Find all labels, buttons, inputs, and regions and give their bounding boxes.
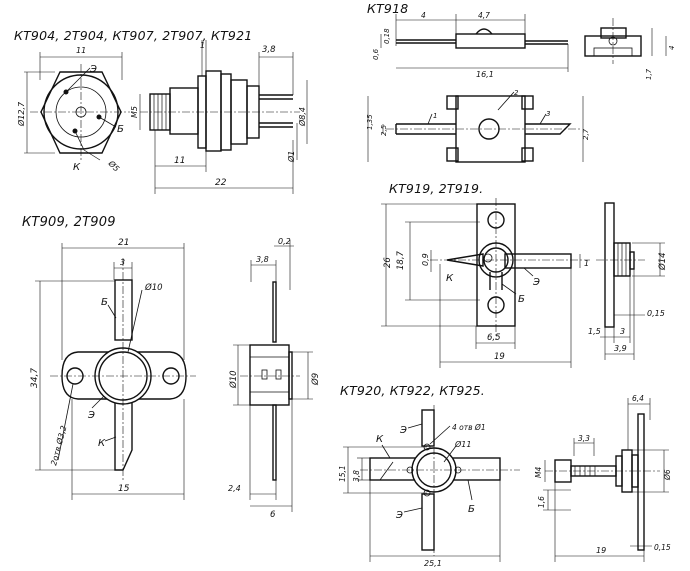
kt920-side-view: 6,4 3,3 М4 1,6 Ø6: [534, 394, 672, 562]
kt909-dim-holes: 2отв Ø3,2: [48, 424, 68, 466]
kt920-dim-3-8: 3,8: [352, 470, 361, 482]
kt918-pin-1: 1: [433, 112, 437, 120]
kt918-pin-2: 2: [514, 89, 519, 97]
kt909-dim-d9: Ø9: [310, 373, 321, 386]
kt919-front-view: 26 18,7 0,9 К Э Б 1 6,5 19: [381, 198, 590, 368]
kt918-dim-2-5: 2,5: [380, 124, 388, 136]
kt920-dim-holes: 4 отв Ø1: [452, 423, 486, 432]
kt909-dim-d10-side: Ø10: [228, 370, 239, 389]
kt919-dim-1: 1: [584, 259, 589, 268]
kt904-dim-d1: Ø1: [286, 151, 296, 163]
kt904-dim-pins: Ø5: [106, 158, 122, 174]
kt909-dim-3-8: 3,8: [256, 255, 269, 264]
kt920-pin-e1: Э: [399, 425, 407, 436]
kt918-dim-16-1: 16,1: [476, 70, 494, 79]
kt909-dim-6: 6: [270, 510, 276, 520]
heading-kt919: КТ919, 2Т919.: [389, 181, 484, 196]
kt919-dim-3: 3: [620, 327, 625, 336]
kt904-pin-b: Б: [117, 124, 124, 135]
kt904-dim-8-4: Ø8,4: [297, 107, 307, 127]
heading-kt920: КТ920, КТ922, КТ925.: [340, 383, 485, 398]
heading-kt904: КТ904, 2Т904, КТ907, 2Т907, КТ921: [14, 28, 253, 43]
kt919-dim-0-15: 0,15: [647, 309, 665, 318]
kt920-dim-25-1: 25,1: [424, 559, 442, 568]
kt920-dim-19: 19: [596, 546, 606, 555]
kt920-dim-m4: М4: [534, 467, 543, 478]
kt919-pin-k: К: [446, 273, 454, 284]
kt920-dim-15-1: 15,1: [338, 465, 347, 482]
kt918-dim-4: 4: [421, 11, 426, 20]
kt909-pin-b: Б: [101, 297, 108, 308]
kt909-dim-0-2: 0,2: [278, 237, 291, 246]
kt904-pin-k: К: [73, 162, 81, 173]
kt909-dim-34-7: 34,7: [30, 368, 40, 388]
kt904-side-view: 1 3,8 М5 Ø8,4 Ø1 11 22: [130, 40, 308, 194]
kt904-dim-11: 11: [174, 156, 185, 166]
kt919-pin-e: Э: [532, 277, 540, 288]
kt920-pin-e2: Э: [395, 510, 403, 521]
kt920-dim-0-15: 0,15: [654, 543, 671, 552]
kt909-dim-15: 15: [118, 484, 130, 494]
kt920-dim-1-6: 1,6: [537, 496, 546, 508]
kt918-dim-4b: 4: [668, 46, 676, 50]
kt918-side-view: 4 4,7 0,6 0,18 16,1: [372, 11, 569, 79]
heading-kt909: КТ909, 2Т909: [22, 215, 116, 230]
kt918-dim-1-7: 1,7: [645, 68, 653, 80]
kt909-dim-2-4: 2,4: [228, 484, 241, 493]
kt920-dim-3-3: 3,3: [578, 434, 590, 443]
kt918-dim-4-7: 4,7: [478, 11, 490, 20]
kt919-dim-6-5: 6,5: [487, 333, 501, 343]
kt909-dim-21: 21: [118, 238, 129, 248]
kt904-dim-3-8: 3,8: [262, 45, 276, 55]
kt909-dim-3: 3: [120, 258, 125, 267]
kt920-front-view: К Э Э Б 4 отв Ø1 Ø11 3,8 15,1 25,1: [338, 405, 520, 568]
kt919-dim-0-9: 0,9: [421, 253, 430, 266]
kt909-front-view: 21 3 Б Ø10 34,7 2отв Ø3,2 Э: [30, 238, 196, 500]
kt920-dim-6-4: 6,4: [632, 394, 644, 403]
kt918-top-view: 1 2 3 1,35 2,5 2,7: [366, 89, 590, 163]
kt919-dim-1-5: 1,5: [588, 327, 601, 336]
kt904-dim-22: 22: [215, 178, 227, 188]
kt904-dim-width: 11: [76, 46, 86, 55]
kt919-side-view: Ø14 0,15 1,5 3 3,9: [588, 202, 668, 360]
kt904-pin-e: Э: [89, 64, 97, 75]
heading-kt918: КТ918: [367, 1, 409, 16]
kt909-pin-e: Э: [87, 410, 95, 421]
kt909-pin-k: К: [98, 438, 106, 449]
kt918-dim-1-35: 1,35: [366, 114, 374, 130]
kt919-dim-d14: Ø14: [657, 252, 668, 271]
kt920-pin-k: К: [376, 434, 384, 445]
kt919-dim-3-9: 3,9: [614, 344, 627, 353]
kt909-side-view: 0,2 3,8 Ø10 Ø9 2,4: [228, 237, 321, 520]
kt904-dim-m5: М5: [130, 106, 139, 118]
kt918-pin-3: 3: [546, 110, 550, 118]
kt920-dim-d11: Ø11: [454, 439, 471, 449]
kt920-dim-d6: Ø6: [663, 469, 672, 481]
kt904-dim-1: 1: [200, 41, 205, 50]
kt904-front-view: 11 Ø12,7 Э Б К Ø5: [16, 46, 130, 173]
kt918-dim-0-18: 0,18: [383, 28, 391, 44]
kt918-end-view: 1,7 4: [584, 18, 676, 80]
kt919-pin-b: Б: [518, 294, 525, 305]
kt919-dim-18-7: 18,7: [396, 250, 406, 270]
kt918-dim-2-7: 2,7: [582, 128, 590, 140]
kt918-dim-0-6: 0,6: [372, 48, 380, 60]
kt919-dim-19: 19: [494, 352, 505, 362]
kt904-dim-diameter: Ø12,7: [16, 101, 26, 127]
kt920-pin-b: Б: [468, 504, 475, 515]
kt919-dim-26: 26: [383, 257, 393, 268]
kt909-dim-d10: Ø10: [144, 282, 163, 293]
